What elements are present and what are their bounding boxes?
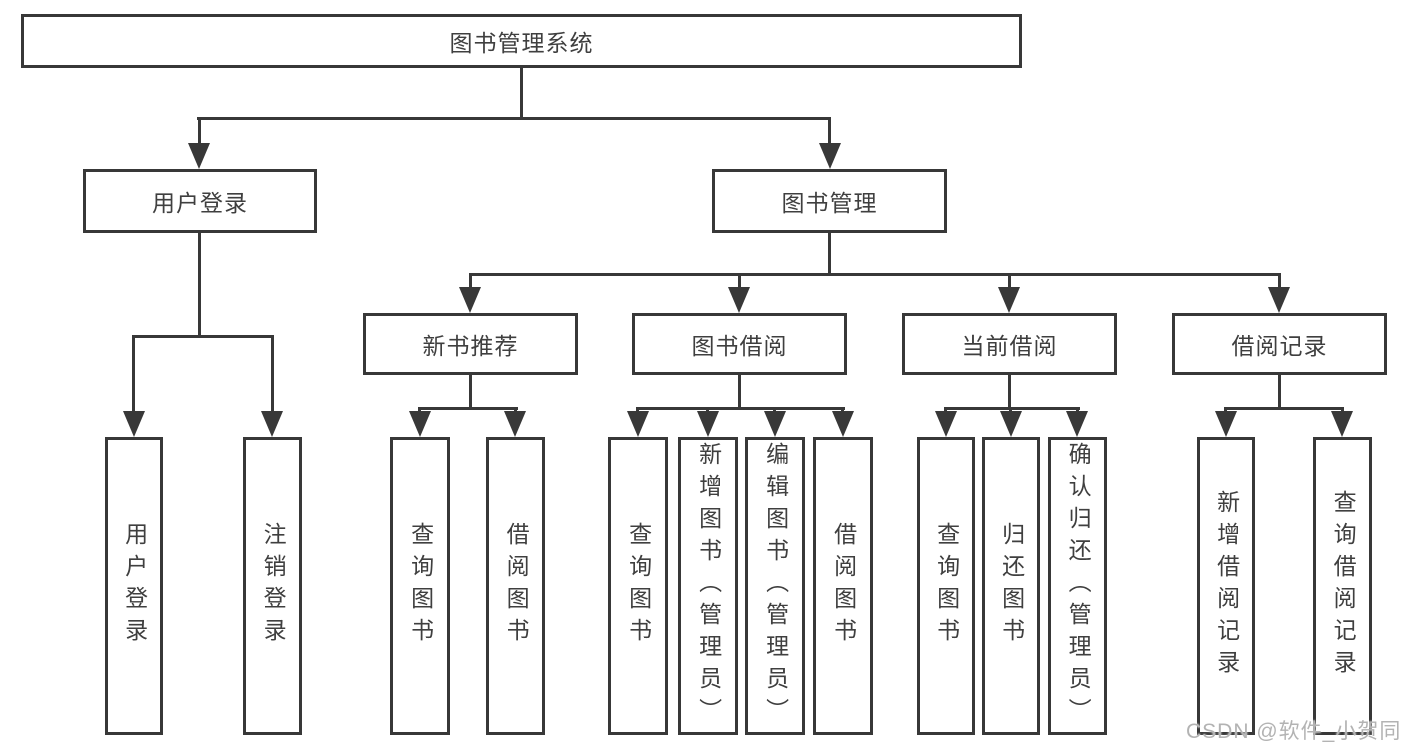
- leaf-newbook-borrow-books-label: 借阅图书: [503, 522, 530, 650]
- connector-userlogin-drop-2: [271, 335, 274, 413]
- connector-borrowrecord-drop-2: [1341, 407, 1344, 413]
- node-current-borrow-label: 当前借阅: [961, 333, 1058, 359]
- connector-bookborrow-drop-2: [706, 407, 709, 413]
- leaf-borrowrecord-add-record: 新增借阅记录: [1197, 437, 1255, 735]
- connector-newbook-stem: [469, 375, 472, 409]
- leaf-currentborrow-confirm-return: 确认归还（管理员）: [1048, 437, 1107, 735]
- arrowhead-new-book: [459, 287, 481, 313]
- arrowhead-bookborrow-query: [627, 411, 649, 437]
- connector-userlogin-drop-1: [132, 335, 135, 413]
- leaf-currentborrow-return-books-label: 归还图书: [998, 522, 1025, 650]
- connector-bookborrow-drop-3: [773, 407, 776, 413]
- connector-bookborrow-drop-1: [636, 407, 639, 413]
- arrowhead-newbook-borrow: [504, 411, 526, 437]
- arrowhead-borrow-record: [1268, 287, 1290, 313]
- arrowhead-current-borrow: [998, 287, 1020, 313]
- arrowhead-borrowrecord-add: [1215, 411, 1237, 437]
- arrowhead-bookborrow-add: [697, 411, 719, 437]
- leaf-newbook-query-books-label: 查询图书: [407, 522, 434, 650]
- arrowhead-leaf-user-login: [123, 411, 145, 437]
- leaf-bookborrow-query-books-label: 查询图书: [625, 522, 652, 650]
- arrowhead-book-mgmt: [819, 143, 841, 169]
- arrowhead-book-borrow: [728, 287, 750, 313]
- connector-bookborrow-stem: [738, 375, 741, 409]
- connector-root-drop-left: [198, 117, 201, 145]
- connector-userlogin-rail: [132, 335, 274, 338]
- connector-bookmgmt-stem: [828, 233, 831, 275]
- connector-currentborrow-drop-1: [944, 407, 947, 413]
- leaf-currentborrow-return-books: 归还图书: [982, 437, 1040, 735]
- arrowhead-borrowrecord-query: [1331, 411, 1353, 437]
- leaf-bookborrow-add-books-label: 新增图书（管理员）: [695, 442, 722, 730]
- connector-bookmgmt-drop-2: [738, 273, 741, 289]
- node-root-label: 图书管理系统: [449, 30, 594, 56]
- leaf-bookborrow-borrow-books: 借阅图书: [813, 437, 873, 735]
- connector-root-drop-right: [828, 117, 831, 145]
- connector-currentborrow-rail: [944, 407, 1080, 410]
- leaf-currentborrow-query-books-label: 查询图书: [933, 522, 960, 650]
- arrowhead-user-login: [188, 143, 210, 169]
- connector-borrowrecord-rail: [1224, 407, 1344, 410]
- node-book-borrow: 图书借阅: [632, 313, 847, 375]
- arrowhead-leaf-logout: [261, 411, 283, 437]
- leaf-borrowrecord-query-record: 查询借阅记录: [1313, 437, 1372, 735]
- arrowhead-currentborrow-query: [935, 411, 957, 437]
- connector-newbook-drop-2: [514, 407, 517, 413]
- leaf-user-login-label: 用户登录: [121, 522, 148, 650]
- connector-bookmgmt-drop-3: [1008, 273, 1011, 289]
- leaf-logout-label: 注销登录: [260, 522, 287, 650]
- node-new-book-label: 新书推荐: [422, 333, 519, 359]
- connector-currentborrow-stem: [1008, 375, 1011, 409]
- connector-bookmgmt-drop-4: [1278, 273, 1281, 289]
- connector-userlogin-stem: [198, 233, 201, 337]
- node-user-login: 用户登录: [83, 169, 317, 233]
- leaf-currentborrow-query-books: 查询图书: [917, 437, 975, 735]
- arrowhead-currentborrow-return: [1000, 411, 1022, 437]
- leaf-newbook-query-books: 查询图书: [390, 437, 450, 735]
- leaf-logout: 注销登录: [243, 437, 302, 735]
- connector-bookmgmt-drop-1: [469, 273, 472, 289]
- connector-borrowrecord-stem: [1278, 375, 1281, 409]
- leaf-newbook-borrow-books: 借阅图书: [486, 437, 545, 735]
- arrowhead-bookborrow-edit: [764, 411, 786, 437]
- leaf-bookborrow-borrow-books-label: 借阅图书: [830, 522, 857, 650]
- leaf-currentborrow-confirm-return-label: 确认归还（管理员）: [1065, 442, 1092, 730]
- leaf-bookborrow-query-books: 查询图书: [608, 437, 668, 735]
- node-root: 图书管理系统: [21, 14, 1022, 68]
- arrowhead-bookborrow-borrow: [832, 411, 854, 437]
- connector-newbook-rail: [418, 407, 518, 410]
- connector-borrowrecord-drop-1: [1224, 407, 1227, 413]
- leaf-bookborrow-add-books: 新增图书（管理员）: [678, 437, 738, 735]
- node-book-mgmt: 图书管理: [712, 169, 947, 233]
- arrowhead-newbook-query: [409, 411, 431, 437]
- connector-newbook-drop-1: [418, 407, 421, 413]
- node-borrow-record-label: 借阅记录: [1231, 333, 1328, 359]
- csdn-watermark: CSDN @软件_小贺同学: [1186, 720, 1402, 743]
- node-book-mgmt-label: 图书管理: [781, 190, 878, 216]
- connector-bookmgmt-rail: [469, 273, 1281, 276]
- node-book-borrow-label: 图书借阅: [691, 333, 788, 359]
- leaf-bookborrow-edit-books: 编辑图书（管理员）: [745, 437, 805, 735]
- leaf-bookborrow-edit-books-label: 编辑图书（管理员）: [762, 442, 789, 730]
- node-current-borrow: 当前借阅: [902, 313, 1117, 375]
- leaf-borrowrecord-query-record-label: 查询借阅记录: [1330, 490, 1357, 682]
- connector-bookborrow-rail: [636, 407, 845, 410]
- node-borrow-record: 借阅记录: [1172, 313, 1387, 375]
- connector-bookborrow-drop-4: [841, 407, 844, 413]
- arrowhead-currentborrow-confirm: [1066, 411, 1088, 437]
- connector-root-rail: [197, 117, 831, 120]
- connector-currentborrow-drop-2: [1009, 407, 1012, 413]
- node-new-book: 新书推荐: [363, 313, 578, 375]
- leaf-user-login: 用户登录: [105, 437, 163, 735]
- connector-root-stem: [520, 68, 523, 119]
- connector-currentborrow-drop-3: [1076, 407, 1079, 413]
- node-user-login-label: 用户登录: [152, 190, 248, 216]
- leaf-borrowrecord-add-record-label: 新增借阅记录: [1213, 490, 1240, 682]
